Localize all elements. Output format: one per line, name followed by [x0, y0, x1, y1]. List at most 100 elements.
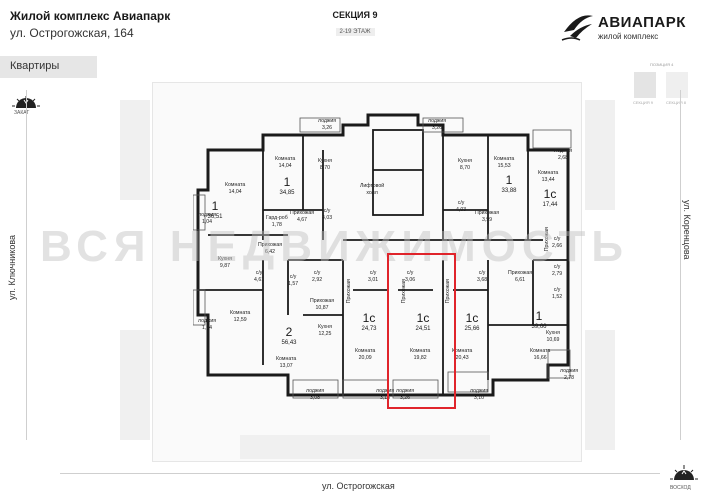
hallway-label: Прихожая: [543, 227, 550, 252]
complex-address: ул. Острогожская, 164: [10, 26, 134, 40]
apartment-area: 36,51: [207, 214, 223, 220]
road-line-bottom: [60, 473, 660, 474]
parking-right-top: [585, 100, 615, 210]
minimap-section-8-label: СЕКЦИЯ 8: [666, 100, 686, 105]
sunrise-icon: [670, 465, 698, 480]
section-minimap[interactable]: ПОЗИЦИЯ 4 СЕКЦИЯ 9 СЕКЦИЯ 8: [628, 62, 698, 110]
floor-plan: [193, 110, 573, 410]
brand-subtitle: жилой комплекс: [598, 32, 659, 41]
apartment-rooms: 1с: [416, 311, 430, 325]
parking-left-bottom: [120, 330, 150, 440]
apartment-rooms: 1: [505, 173, 513, 187]
sunrise-label: ВОСХОД: [670, 485, 691, 491]
apartment-rooms: 1с: [465, 311, 479, 325]
apartment-rooms: 1с: [362, 311, 376, 325]
section-name: СЕКЦИЯ 9: [332, 10, 378, 20]
street-left: ул. Ключникова: [7, 234, 17, 300]
road-line-right: [680, 90, 681, 440]
apartment-1c-2473[interactable]: 1с 24,73: [354, 312, 384, 333]
parking-left-top: [120, 100, 150, 200]
minimap-section-9-label: СЕКЦИЯ 9: [633, 100, 653, 105]
minimap-section-9[interactable]: [634, 72, 656, 98]
apartment-1c-2451[interactable]: 1с 24,51: [408, 312, 438, 333]
street-bottom: ул. Острогожская: [322, 481, 395, 491]
apartment-rooms: 1с: [543, 187, 557, 201]
apartment-rooms: 1: [211, 199, 219, 213]
tab-apartments[interactable]: Квартиры: [0, 56, 97, 78]
minimap-title: ПОЗИЦИЯ 4: [650, 62, 674, 67]
road-line-left: [26, 90, 27, 440]
apartment-area: 25,66: [464, 326, 480, 332]
brand-logo[interactable]: АВИАПАРК жилой комплекс: [560, 10, 700, 46]
apartment-area: 24,73: [361, 326, 377, 332]
apartment-1-3388[interactable]: 1 33,88: [494, 174, 524, 195]
apartment-1c-2566[interactable]: 1с 25,66: [457, 312, 487, 333]
apartment-1c-1744[interactable]: 1с 17,44: [535, 188, 565, 209]
floor-plan-walls: [193, 113, 572, 399]
complex-title: Жилой комплекс Авиапарк: [10, 9, 171, 23]
apartment-1-3485[interactable]: 1 34,85: [272, 176, 302, 197]
site-area: [152, 82, 582, 462]
street-right: ул. Коренцова: [682, 200, 692, 260]
apartment-rooms: 1: [535, 309, 543, 323]
apartment-area: 17,44: [542, 202, 558, 208]
hallway-label: Прихожая: [345, 279, 352, 304]
parking-bottom: [240, 435, 490, 459]
apartment-area: 24,51: [415, 326, 431, 332]
apartment-rooms: 2: [285, 325, 293, 339]
apartment-area: 56,43: [281, 340, 297, 346]
sunset-label: ЗАКАТ: [14, 110, 30, 116]
parking-right-bottom: [585, 330, 615, 450]
section-info: СЕКЦИЯ 9 2-19 ЭТАЖ: [315, 10, 395, 38]
airplane-icon: [561, 15, 593, 41]
apartment-area: 33,88: [501, 188, 517, 194]
apartment-area: 39,66: [531, 324, 547, 330]
apartment-2-5643[interactable]: 2 56,43: [274, 326, 304, 347]
selected-apartment-highlight[interactable]: [387, 253, 456, 409]
apartment-1-3966[interactable]: 1 39,66: [524, 310, 554, 331]
minimap-section-8[interactable]: [666, 72, 688, 98]
section-floors: 2-19 ЭТАЖ: [335, 28, 375, 36]
apartment-rooms: 1: [283, 175, 291, 189]
apartment-1-3651[interactable]: 1 36,51: [200, 200, 230, 221]
brand-name: АВИАПАРК: [598, 14, 686, 31]
